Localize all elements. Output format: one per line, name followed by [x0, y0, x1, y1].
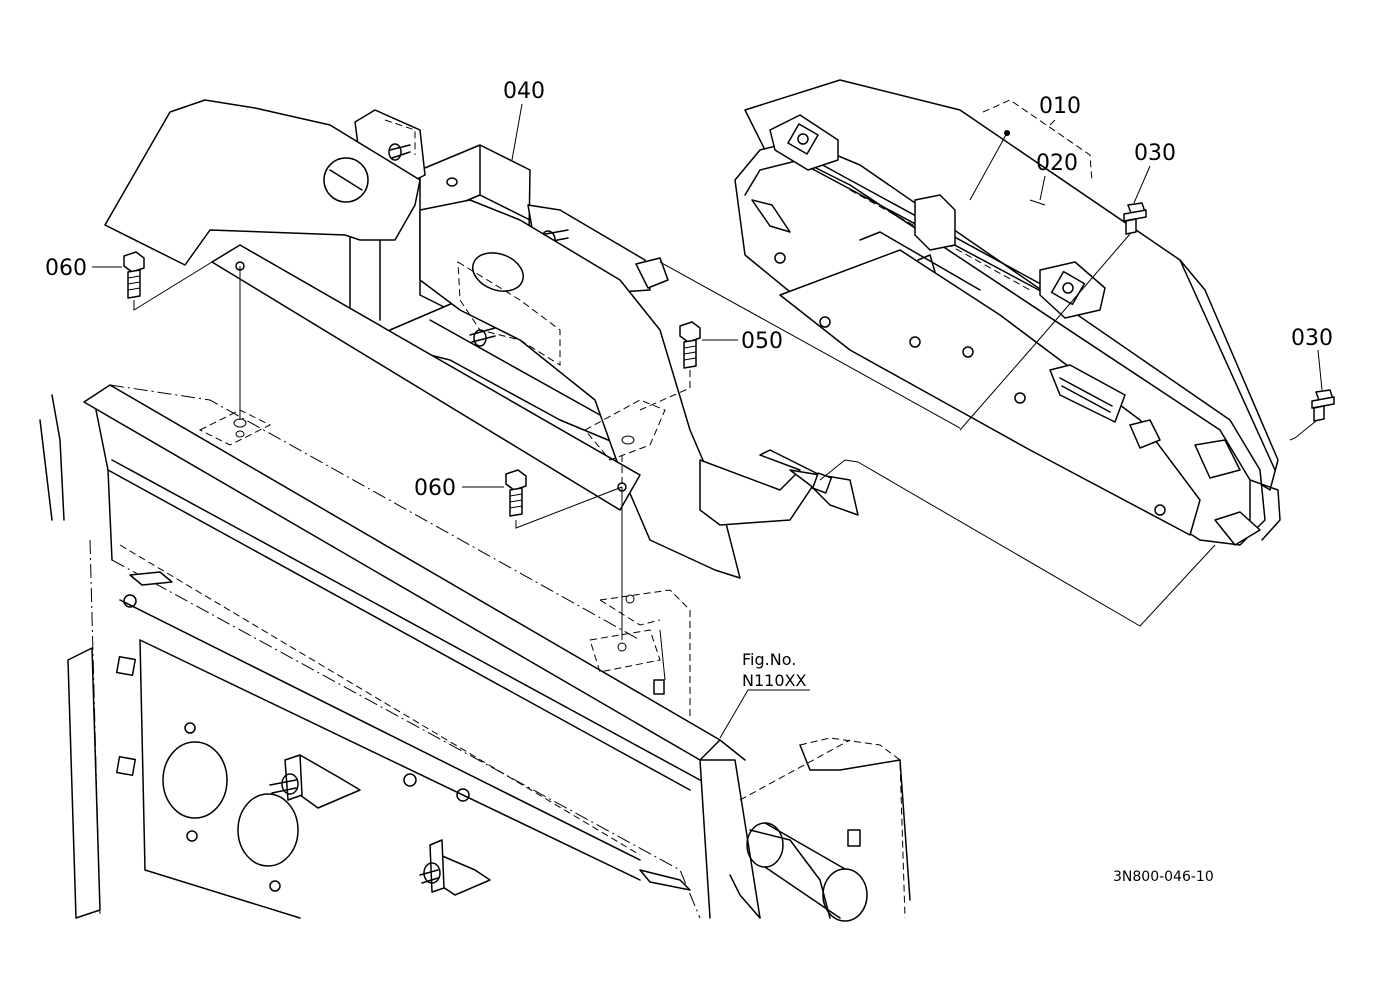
- callout-050: 050: [741, 329, 783, 354]
- leader-lines: [92, 99, 1323, 739]
- callout-060-lower: 060: [414, 476, 456, 501]
- callout-060-upper: 060: [45, 256, 87, 281]
- meter-bracket-assembly: [104, 99, 859, 640]
- callout-020: 020: [1036, 151, 1078, 176]
- instrument-panel-assembly: [734, 79, 1281, 546]
- callout-040: 040: [503, 79, 545, 104]
- bolt-060-lower: [505, 469, 527, 517]
- fig-ref-number: N110XX: [742, 671, 806, 690]
- fig-ref-label: Fig.No.: [742, 650, 796, 669]
- callout-030-upper: 030: [1134, 141, 1176, 166]
- callout-030-lower: 030: [1291, 326, 1333, 351]
- bolt-060-upper: [123, 251, 145, 299]
- drawing-id: 3N800-046-10: [1113, 869, 1214, 885]
- screw-030-upper: [1123, 202, 1147, 235]
- bolt-050: [679, 321, 701, 369]
- dash-frame: [39, 384, 911, 922]
- screw-030-lower: [1311, 389, 1335, 422]
- callout-010: 010: [1039, 94, 1081, 119]
